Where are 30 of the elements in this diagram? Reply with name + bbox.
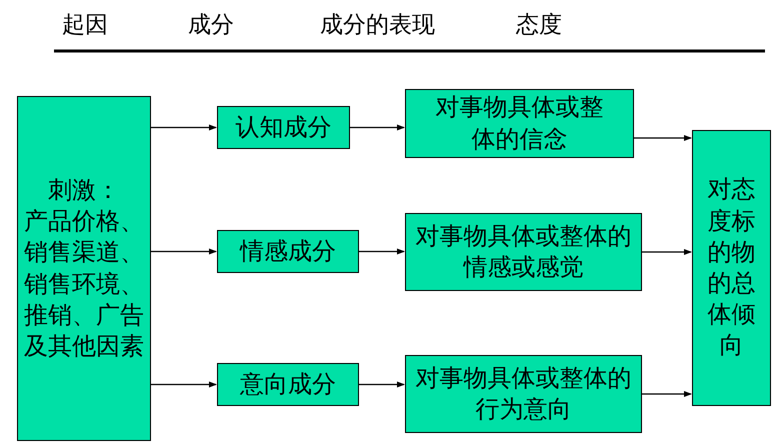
arrow	[359, 382, 405, 388]
column-heading: 起因	[62, 11, 108, 40]
arrow	[151, 124, 217, 130]
box-text: 对态度标的物的总体倾向	[706, 174, 756, 362]
process-box	[17, 96, 151, 441]
column-heading: 成分的表现	[320, 11, 435, 40]
process-box	[217, 363, 359, 406]
box-text: 对事物具体或整体的行为意向	[414, 362, 632, 425]
process-box	[405, 355, 642, 433]
column-heading: 成分	[188, 11, 234, 40]
box-text: 认知成分	[236, 112, 332, 143]
arrow	[359, 248, 405, 254]
arrow	[151, 248, 217, 254]
process-box	[405, 89, 634, 158]
process-box	[217, 106, 350, 149]
box-text: 对事物具体或整体的情感或感觉	[414, 220, 632, 283]
arrow	[350, 124, 405, 130]
box-text: 意向成分	[240, 368, 336, 400]
process-box	[405, 213, 642, 291]
column-heading: 态度	[516, 11, 562, 40]
process-box	[692, 130, 771, 406]
box-text: 情感成分	[240, 236, 336, 267]
arrow	[642, 249, 692, 255]
box-text: 产品价格、销售渠道、销售环境、推销、广告及其他因素	[23, 206, 145, 362]
arrow	[642, 391, 692, 397]
process-box	[217, 230, 359, 273]
box-text: 对事物具体或整体的信念	[434, 92, 604, 154]
arrow	[634, 135, 692, 141]
box-text: 刺激：	[47, 174, 121, 206]
arrow	[151, 382, 217, 388]
